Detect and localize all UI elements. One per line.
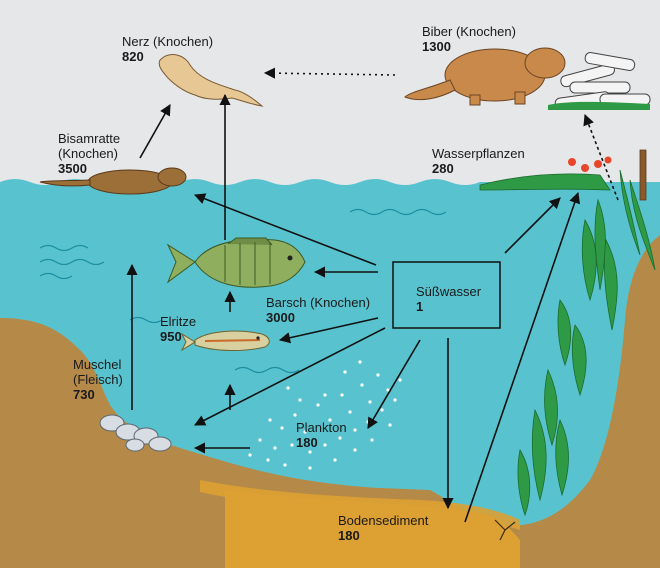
label-nerz: Nerz (Knochen) 820 (122, 34, 213, 64)
label-bisamratte: Bisamratte (Knochen) 3500 (58, 131, 120, 176)
label-elritze-name: Elritze (160, 314, 196, 329)
label-center-name: Süßwasser (416, 284, 481, 299)
label-muschel: Muschel (Fleisch) 730 (73, 357, 123, 402)
label-muschel-name-2: (Fleisch) (73, 372, 123, 387)
label-barsch-name: Barsch (Knochen) (266, 295, 370, 310)
label-center-value: 1 (416, 299, 481, 314)
label-nerz-value: 820 (122, 49, 213, 64)
label-bisamratte-name-1: Bisamratte (58, 131, 120, 146)
label-wasserpflanzen-value: 280 (432, 161, 525, 176)
label-barsch: Barsch (Knochen) 3000 (266, 295, 370, 325)
label-elritze: Elritze 950 (160, 314, 196, 344)
label-plankton: Plankton 180 (296, 420, 347, 450)
label-muschel-name-1: Muschel (73, 357, 123, 372)
label-wasserpflanzen: Wasserpflanzen 280 (432, 146, 525, 176)
label-biber-name: Biber (Knochen) (422, 24, 516, 39)
label-bodensediment: Bodensediment 180 (338, 513, 428, 543)
label-wasserpflanzen-name: Wasserpflanzen (432, 146, 525, 161)
label-center: Süßwasser 1 (416, 284, 481, 314)
label-biber: Biber (Knochen) 1300 (422, 24, 516, 54)
label-plankton-name: Plankton (296, 420, 347, 435)
label-muschel-value: 730 (73, 387, 123, 402)
label-plankton-value: 180 (296, 435, 347, 450)
label-bodensediment-value: 180 (338, 528, 428, 543)
label-bisamratte-name-2: (Knochen) (58, 146, 120, 161)
label-nerz-name: Nerz (Knochen) (122, 34, 213, 49)
label-bodensediment-name: Bodensediment (338, 513, 428, 528)
label-biber-value: 1300 (422, 39, 516, 54)
label-elritze-value: 950 (160, 329, 196, 344)
label-barsch-value: 3000 (266, 310, 370, 325)
label-bisamratte-value: 3500 (58, 161, 120, 176)
